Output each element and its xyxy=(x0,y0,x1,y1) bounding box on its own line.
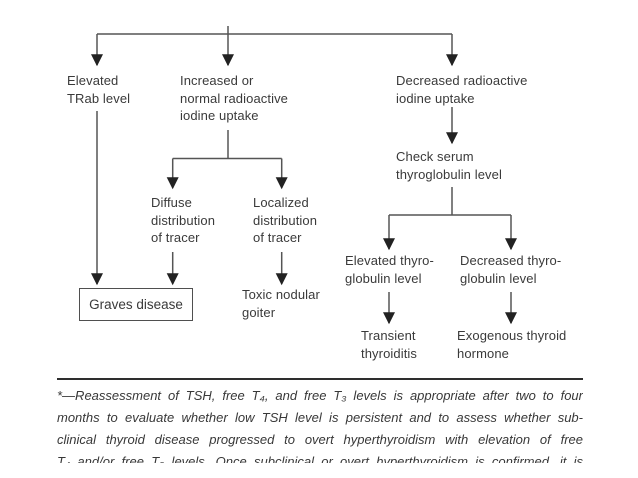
footnote-divider xyxy=(57,378,583,380)
figure-footnote: *—Reassessment of TSH, free T₄, and free… xyxy=(57,385,583,463)
footnote-line: months to evaluate whether low TSH level… xyxy=(57,410,583,425)
node-check-serum-thyroglobulin: Check serum thyroglobulin level xyxy=(396,149,502,182)
node-transient-thyroiditis: Transient thyroiditis xyxy=(361,328,418,361)
footnote-line: T₄ and/or free T₃ levels. Once subclinic… xyxy=(57,454,583,463)
node-elevated-trab-level: Elevated TRab level xyxy=(67,73,131,106)
node-toxic-nodular-goiter: Toxic nodular goiter xyxy=(242,287,320,320)
node-increased-normal-uptake: Increased or normal radioactive iodine u… xyxy=(180,73,289,123)
node-elevated-thyroglobulin: Elevated thyro- globulin level xyxy=(345,253,434,286)
node-localized-distribution: Localized distribution of tracer xyxy=(253,195,318,245)
node-graves-disease-box: Graves disease xyxy=(79,288,193,321)
node-diffuse-distribution: Diffuse distribution of tracer xyxy=(151,195,216,245)
footnote-line: *—Reassessment of TSH, free T₄, and free… xyxy=(57,388,583,403)
node-decreased-uptake: Decreased radioactive iodine uptake xyxy=(396,73,528,106)
node-decreased-thyroglobulin: Decreased thyro- globulin level xyxy=(460,253,562,286)
node-exogenous-thyroid-hormone: Exogenous thyroid hormone xyxy=(457,328,567,361)
footnote-line: clinical thyroid disease progressed to o… xyxy=(57,432,583,447)
graves-disease-label: Graves disease xyxy=(89,297,183,312)
